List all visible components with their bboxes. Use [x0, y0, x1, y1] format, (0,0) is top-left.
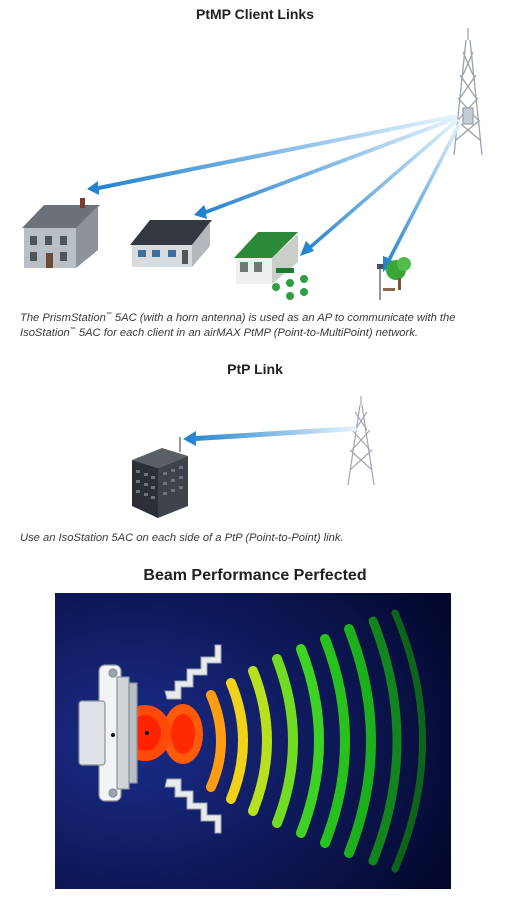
- ptp-caption: Use an IsoStation 5AC on each side of a …: [20, 532, 344, 544]
- feed-point-1: [111, 733, 115, 737]
- park-client-4: [377, 257, 411, 300]
- ptmp-beam-arrows: [87, 114, 462, 272]
- ptmp-caption: The PrismStation™ 5AC (with a horn anten…: [20, 312, 456, 339]
- house-client-1: [22, 198, 100, 268]
- restaurant-client-3: [234, 232, 308, 300]
- ptp-tower: [347, 396, 375, 486]
- beam-section-title: Beam Performance Perfected: [143, 567, 367, 584]
- ptp-beam-arrow: [183, 426, 357, 446]
- ptmp-ap-tower: [453, 28, 483, 156]
- house-client-2: [130, 220, 212, 267]
- beam-core-2-inner: [171, 714, 195, 754]
- isostation-device: [78, 664, 138, 802]
- ptmp-section-title: PtMP Client Links: [196, 6, 314, 22]
- ptp-building: [132, 437, 188, 518]
- beam-lobes: [206, 609, 426, 873]
- ptp-section-title: PtP Link: [227, 361, 283, 377]
- horn-antenna: [164, 644, 222, 834]
- ptmp-illustration: [22, 28, 483, 300]
- beam-heatmap-image: [55, 593, 451, 889]
- feed-point-2: [145, 731, 149, 735]
